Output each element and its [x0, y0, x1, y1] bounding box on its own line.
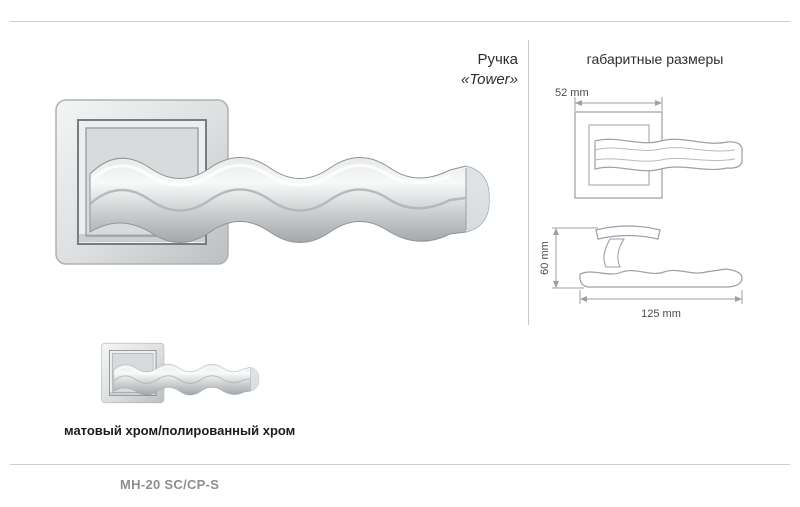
height-dimension-label: 60 mm — [540, 241, 551, 275]
bottom-divider — [10, 464, 790, 465]
length-dimension-label: 125 mm — [641, 308, 681, 320]
top-divider — [10, 21, 790, 22]
vertical-divider — [528, 40, 529, 325]
dimension-arrow-up — [553, 228, 559, 235]
product-name-label: «Tower» — [461, 70, 518, 88]
dimension-arrow-left — [580, 296, 587, 302]
product-title: Ручка «Tower» — [360, 50, 518, 89]
product-code: MH-20 SC/CP-S — [120, 477, 220, 492]
side-view-dimension-drawing: 60 mm 125 mm — [540, 218, 760, 320]
dimension-arrow-right — [735, 296, 742, 302]
door-handle-render — [52, 92, 492, 272]
dimension-arrow-left — [575, 100, 582, 106]
width-dimension-label: 52 mm — [555, 87, 589, 99]
front-view-dimension-drawing: 52 mm — [555, 87, 755, 216]
door-handle-thumbnail — [100, 340, 260, 406]
dimension-arrow-down — [553, 281, 559, 288]
product-type-label: Ручка — [477, 51, 518, 68]
dimension-arrow-right — [655, 100, 662, 106]
finish-label: матовый хром/полированный хром — [64, 423, 296, 438]
dimensions-title: габаритные размеры — [586, 51, 724, 67]
